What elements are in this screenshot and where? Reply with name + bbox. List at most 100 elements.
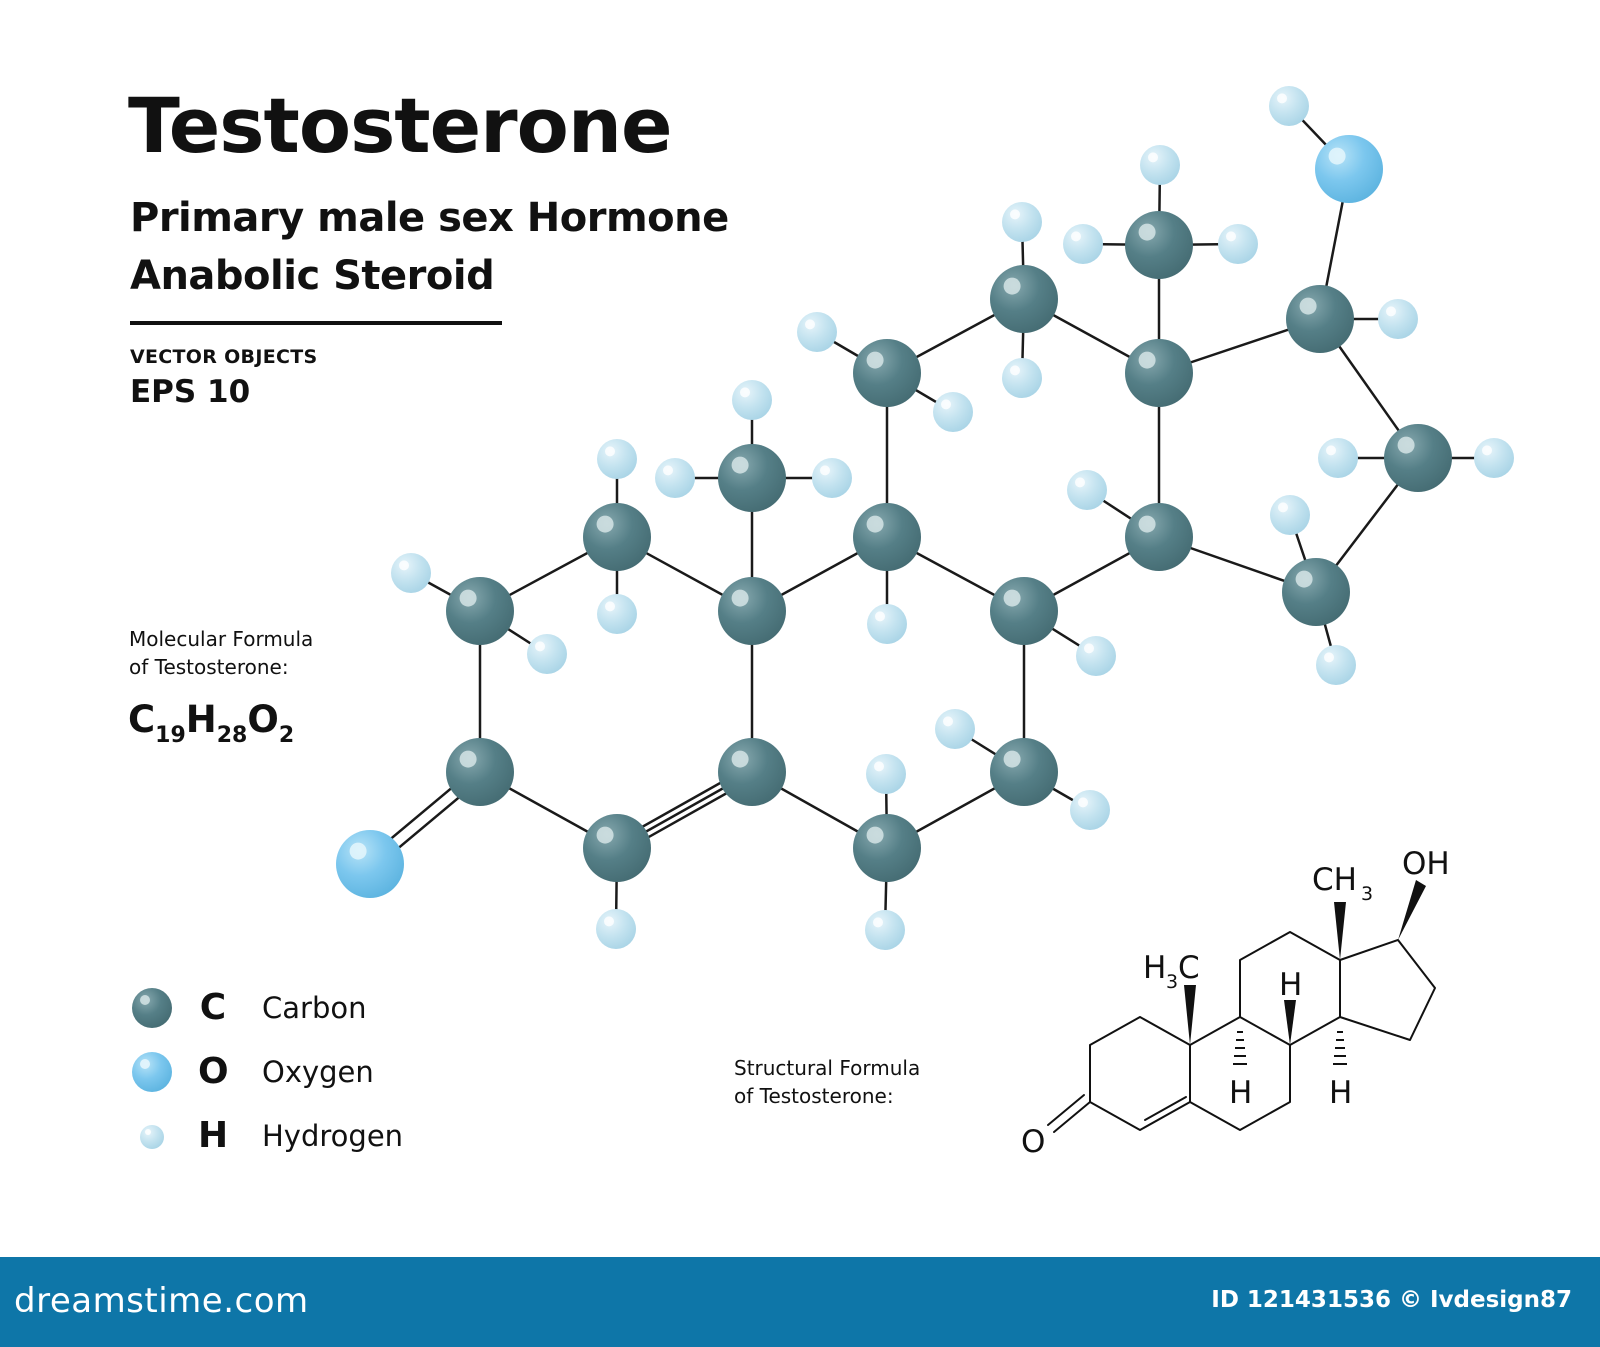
carbon-atom-highlight bbox=[1138, 515, 1156, 533]
hydrogen-atom-h21 bbox=[1063, 224, 1103, 264]
footer-bar: dreamstime.com ID 121431536 © Ivdesign87 bbox=[0, 1257, 1600, 1347]
footer-brand[interactable]: dreamstime.com bbox=[14, 1281, 309, 1321]
molecular-formula-label-line1: Molecular Formula bbox=[129, 627, 314, 651]
hydrogen-atom-highlight bbox=[1324, 652, 1334, 663]
carbon-atom-highlight bbox=[1003, 277, 1021, 295]
hydrogen-atom-highlight bbox=[1482, 445, 1492, 456]
wedge-bond-oh bbox=[1398, 880, 1426, 940]
carbon-atom-highlight bbox=[1299, 297, 1317, 315]
hydrogen-atom-h24 bbox=[1378, 299, 1418, 339]
hydrogen-atom-h25 bbox=[1318, 438, 1358, 478]
hydrogen-atom-highlight bbox=[1148, 152, 1158, 163]
oxygen-atom-icon bbox=[132, 1052, 172, 1092]
oxygen-atom-o2 bbox=[1315, 135, 1383, 203]
hydrogen-atom-highlight bbox=[1084, 643, 1094, 654]
label-h3c-h: H bbox=[1143, 950, 1166, 986]
label-ch3-subscript: 3 bbox=[1361, 883, 1373, 905]
ball-and-stick-model bbox=[336, 86, 1514, 950]
carbon-atom-highlight bbox=[731, 589, 749, 607]
molecular-formula-label: Molecular Formula of Testosterone: bbox=[129, 625, 313, 681]
hydrogen-atom-h15 bbox=[1070, 790, 1110, 830]
hashed-bond-h-c9 bbox=[1233, 1031, 1247, 1065]
hydrogen-atom-h8 bbox=[867, 604, 907, 644]
hydrogen-atom-highlight bbox=[605, 446, 615, 457]
carbon-atom-highlight bbox=[866, 826, 884, 844]
wedge-bond-methyl-c13 bbox=[1334, 902, 1346, 960]
carbon-atom-c16 bbox=[1125, 339, 1193, 407]
hydrogen-atom-highlight bbox=[1326, 445, 1336, 456]
hydrogen-atom-highlight bbox=[874, 761, 884, 772]
carbon-atom-icon bbox=[132, 988, 172, 1028]
hydrogen-atom-highlight bbox=[1078, 797, 1088, 808]
hydrogen-atom-highlight bbox=[1010, 365, 1020, 376]
vector-objects-label: VECTOR OBJECTS bbox=[130, 346, 318, 368]
carbon-atom-c2 bbox=[583, 503, 651, 571]
hydrogen-atom-highlight bbox=[943, 716, 953, 727]
eps-label: EPS 10 bbox=[130, 374, 251, 410]
carbon-atom-c3 bbox=[718, 577, 786, 645]
carbon-atom-c4 bbox=[853, 503, 921, 571]
footer-image-id: ID 121431536 © Ivdesign87 bbox=[1211, 1287, 1572, 1313]
title-divider bbox=[130, 321, 502, 325]
label-oh: OH bbox=[1402, 846, 1450, 882]
wedge-bond-h-c8 bbox=[1284, 1000, 1296, 1045]
formula-hydrogen-count: 28 bbox=[216, 723, 248, 748]
carbon-atom-highlight bbox=[866, 351, 884, 369]
subtitle-hormone: Primary male sex Hormone bbox=[130, 195, 729, 241]
formula-oxygen-count: 2 bbox=[278, 723, 295, 748]
wedge-bond-methyl-c10 bbox=[1184, 985, 1196, 1045]
carbon-atom-highlight bbox=[1397, 436, 1415, 454]
carbon-atom-highlight bbox=[731, 750, 749, 768]
hydrogen-atom-h14 bbox=[935, 709, 975, 749]
hydrogen-atom-h12 bbox=[866, 754, 906, 794]
hydrogen-atom-h26 bbox=[1474, 438, 1514, 478]
hydrogen-atom-highlight bbox=[604, 916, 614, 927]
carbon-atom-highlight bbox=[459, 750, 477, 768]
carbon-atom-c12 bbox=[718, 444, 786, 512]
hydrogen-atom-h7 bbox=[812, 458, 852, 498]
structural-formula-label-line2: of Testosterone: bbox=[734, 1084, 894, 1108]
carbon-atom-highlight bbox=[1138, 223, 1156, 241]
structural-formula-label-line1: Structural Formula bbox=[734, 1056, 921, 1080]
carbon-atom-c1 bbox=[446, 577, 514, 645]
legend-symbol-carbon: C bbox=[199, 987, 227, 1028]
formula-carbon: C bbox=[128, 698, 156, 741]
hydrogen-atom-h22 bbox=[1218, 224, 1258, 264]
carbon-atom-c11 bbox=[990, 738, 1058, 806]
carbon-atom-c17 bbox=[1286, 285, 1354, 353]
hydrogen-atom-h9 bbox=[1076, 636, 1116, 676]
legend-symbol-oxygen: O bbox=[198, 1051, 229, 1092]
molecular-formula: C19H28O2 bbox=[128, 698, 294, 748]
page-title: Testosterone bbox=[128, 81, 673, 170]
carbon-atom-c14 bbox=[990, 265, 1058, 333]
carbon-atom-c5 bbox=[990, 577, 1058, 645]
hydrogen-atom-h20 bbox=[1140, 145, 1180, 185]
hydrogen-atom-highlight bbox=[820, 465, 830, 476]
hydrogen-atom-h27 bbox=[1270, 495, 1310, 535]
legend-name-carbon: Carbon bbox=[262, 991, 367, 1025]
formula-carbon-count: 19 bbox=[155, 723, 186, 748]
label-h3c-subscript: 3 bbox=[1166, 971, 1178, 993]
skeletal-bonds bbox=[1047, 931, 1436, 1133]
legend-name-hydrogen: Hydrogen bbox=[262, 1119, 404, 1153]
hydrogen-atom-highlight bbox=[875, 611, 885, 622]
carbon-atom-highlight bbox=[1138, 351, 1156, 369]
hydrogen-atom-highlight bbox=[1226, 231, 1236, 242]
legend-name-oxygen: Oxygen bbox=[262, 1055, 374, 1089]
hydrogen-atom-h3 bbox=[597, 439, 637, 479]
label-h-c9: H bbox=[1229, 1075, 1252, 1111]
hydrogen-atom-highlight bbox=[1386, 306, 1396, 317]
carbon-atom-highlight bbox=[1003, 750, 1021, 768]
hydrogen-atom-highlight bbox=[399, 560, 409, 571]
formula-hydrogen: H bbox=[185, 698, 217, 741]
label-ch3: CH bbox=[1312, 862, 1357, 898]
hydrogen-atom-highlight bbox=[805, 319, 815, 330]
hydrogen-atom-highlight bbox=[941, 399, 951, 410]
oxygen-atom-highlight bbox=[349, 842, 367, 860]
carbon-atom-c19 bbox=[1282, 558, 1350, 626]
formula-oxygen: O bbox=[247, 698, 279, 741]
hydrogen-atom-highlight bbox=[873, 917, 883, 928]
hydrogen-atom-h18 bbox=[1002, 202, 1042, 242]
hydrogen-atom-h1 bbox=[391, 553, 431, 593]
hydrogen-atom-highlight bbox=[663, 465, 673, 476]
